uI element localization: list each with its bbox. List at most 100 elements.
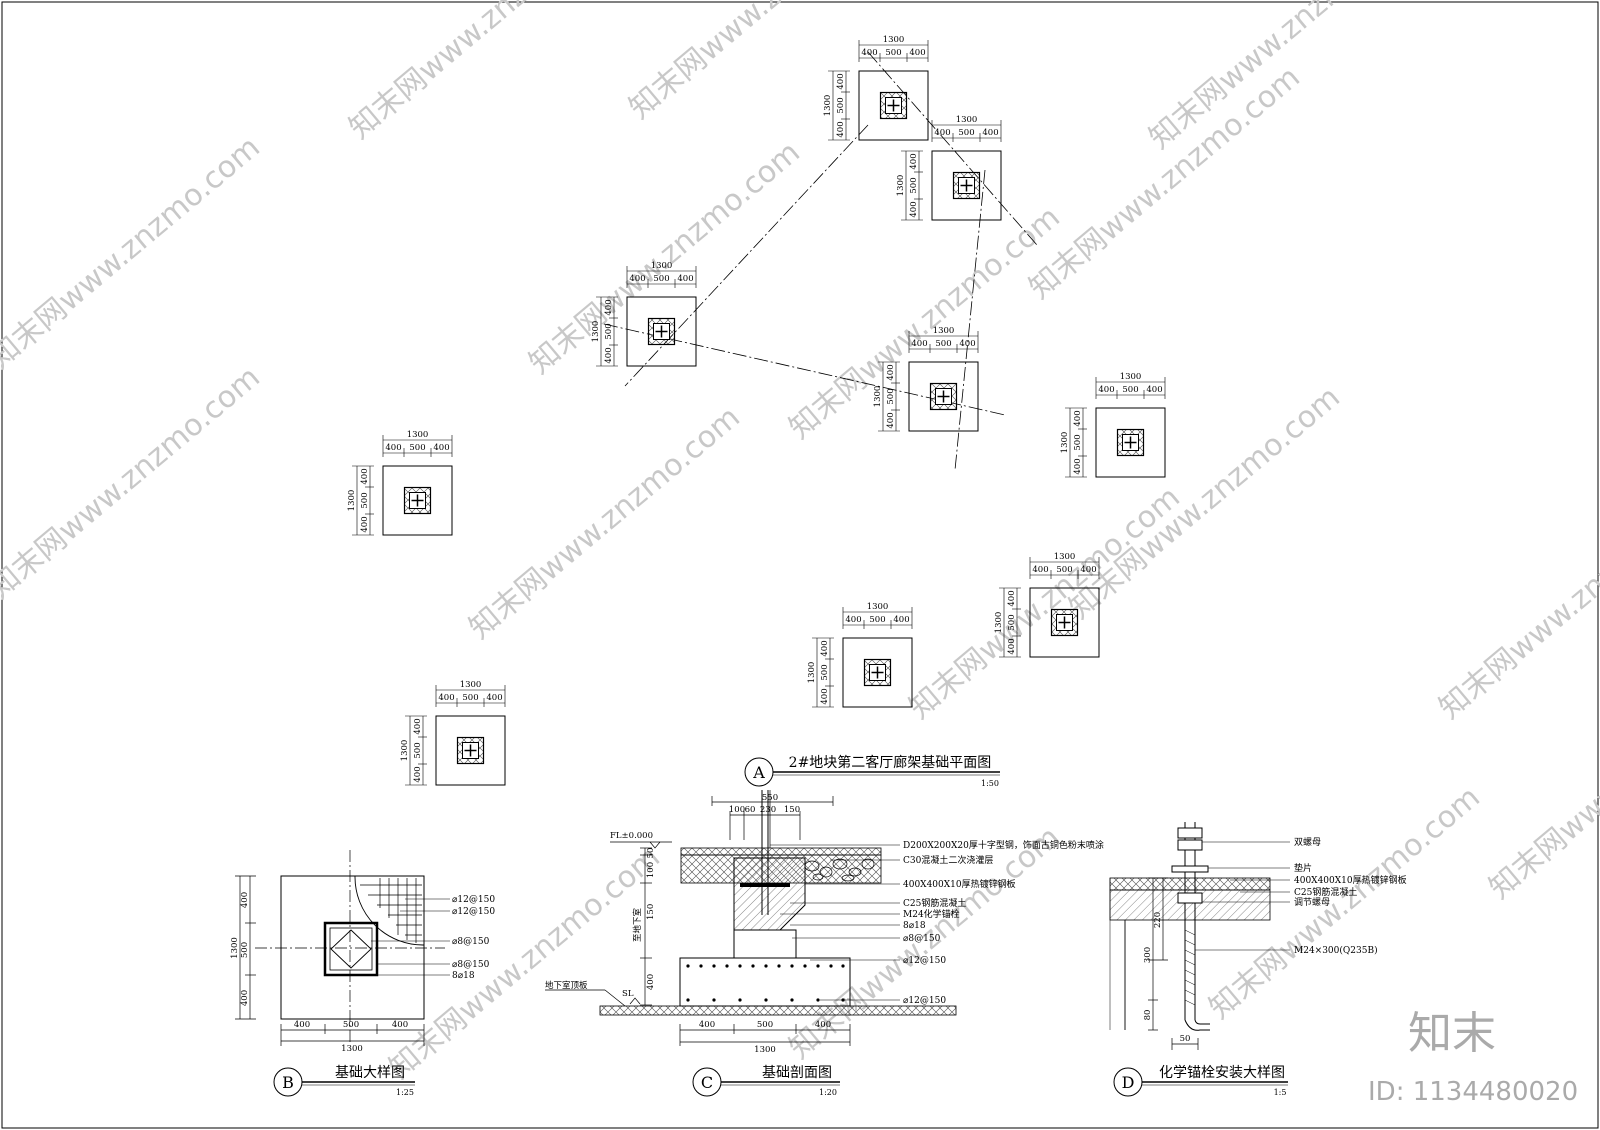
dim-label: 400 bbox=[240, 892, 250, 908]
dim-label: 1300 bbox=[807, 662, 817, 684]
dim-label: 400 bbox=[845, 615, 861, 625]
dim-label: 500 bbox=[653, 274, 669, 284]
callout: ⌀8@150 bbox=[903, 934, 941, 944]
detail-b: ⌀12@150 ⌀12@150 ⌀8@150 ⌀8@150 8⌀18 400 5… bbox=[230, 850, 495, 1097]
dim-label: 400 bbox=[820, 688, 830, 704]
detail-d-scale: 1:5 bbox=[1274, 1088, 1287, 1097]
callout: ⌀12@150 bbox=[903, 996, 946, 1006]
rebar-label: ⌀8@150 bbox=[452, 960, 490, 970]
dim-label: 100 bbox=[646, 862, 656, 878]
dim-label: 500 bbox=[909, 177, 919, 193]
side-note: 至地下室 bbox=[632, 908, 643, 943]
dim-label: 400 bbox=[1073, 410, 1083, 426]
dim-label: 400 bbox=[861, 48, 877, 58]
dim-label: 400 bbox=[934, 128, 950, 138]
dim-label: 500 bbox=[958, 128, 974, 138]
dim-label: 1300 bbox=[883, 35, 905, 45]
section-c-marker: C bbox=[701, 1073, 713, 1092]
watermark-text: 知末网www.znzmo.com bbox=[1433, 480, 1600, 726]
dim-label: 400 bbox=[413, 718, 423, 734]
dim-label: 80 bbox=[1143, 1010, 1153, 1021]
dim-label: 1300 bbox=[754, 1045, 776, 1055]
watermark-text: 知末网www.znzmo.com bbox=[1023, 60, 1307, 306]
dim-label: 100 bbox=[729, 805, 745, 815]
dim-label: 500 bbox=[462, 693, 478, 703]
dim-label: 400 bbox=[1080, 565, 1096, 575]
dim-label: 1300 bbox=[1060, 432, 1070, 454]
rebar-label: ⌀12@150 bbox=[452, 907, 495, 917]
dim-label: 1300 bbox=[873, 386, 883, 408]
dim-label: 1300 bbox=[407, 430, 429, 440]
dim-label: 400 bbox=[413, 766, 423, 782]
sl-label: SL bbox=[622, 989, 634, 999]
watermark-text: 知末网www.znzmo.com bbox=[903, 480, 1187, 726]
dim-label: 1300 bbox=[347, 490, 357, 512]
dim-label: 400 bbox=[820, 640, 830, 656]
dim-label: 50 bbox=[646, 848, 656, 859]
watermark-text: 知末网www.znzmo.com bbox=[623, 0, 907, 126]
dim-label: 1300 bbox=[400, 740, 410, 762]
dim-label: 1300 bbox=[1054, 552, 1076, 562]
callout: 双螺母 bbox=[1294, 837, 1321, 848]
watermark-text: 知末网www.znzmo.com bbox=[0, 130, 267, 376]
dim-label: 400 bbox=[392, 1020, 408, 1030]
watermark-text: 知末网www.znzmo.com bbox=[0, 360, 267, 606]
dim-label: 150 bbox=[784, 805, 800, 815]
detail-b-scale: 1:25 bbox=[396, 1088, 414, 1097]
dim-label: 400 bbox=[1007, 590, 1017, 606]
rebar-label: ⌀8@150 bbox=[452, 937, 490, 947]
dim-label: 400 bbox=[815, 1020, 831, 1030]
section-c-scale: 1:20 bbox=[819, 1088, 837, 1097]
dim-label: 1300 bbox=[341, 1044, 363, 1054]
callout: 400X400X10厚热镀锌钢板 bbox=[903, 878, 1016, 890]
rebar-label: 8⌀18 bbox=[452, 971, 475, 981]
dim-label: 400 bbox=[360, 468, 370, 484]
detail-b-marker: B bbox=[282, 1073, 294, 1092]
plan-marker: A bbox=[752, 763, 765, 782]
dim-label: 400 bbox=[836, 73, 846, 89]
dim-label: 500 bbox=[413, 742, 423, 758]
id-watermark: ID: 1134480020 bbox=[1368, 1077, 1578, 1107]
callout: C25钢筋混凝土 bbox=[1294, 886, 1357, 898]
dim-label: 500 bbox=[240, 942, 250, 958]
dim-label: 400 bbox=[1146, 385, 1162, 395]
dim-label: 1300 bbox=[867, 602, 889, 612]
dim-label: 400 bbox=[604, 347, 614, 363]
detail-d-callouts: 双螺母 垫片 400X400X10厚热镀锌钢板 C25钢筋混凝土 调节螺母 M2… bbox=[1294, 837, 1407, 956]
dim-label: 400 bbox=[433, 443, 449, 453]
detail-b-rebar-labels: ⌀12@150 ⌀12@150 ⌀8@150 ⌀8@150 8⌀18 bbox=[452, 895, 495, 981]
callout: 垫片 bbox=[1294, 862, 1312, 874]
dim-label: 500 bbox=[869, 615, 885, 625]
dim-label: 400 bbox=[1098, 385, 1114, 395]
detail-d-marker: D bbox=[1122, 1073, 1135, 1092]
dim-label: 500 bbox=[1122, 385, 1138, 395]
dim-label: 400 bbox=[911, 339, 927, 349]
dim-label: 1300 bbox=[230, 937, 240, 959]
dim-label: 550 bbox=[762, 793, 778, 803]
dim-label: 500 bbox=[409, 443, 425, 453]
watermark-text: 知末网www.znzmo.com bbox=[343, 0, 627, 146]
dim-label: 500 bbox=[1056, 565, 1072, 575]
rebar-label: ⌀12@150 bbox=[452, 895, 495, 905]
dim-label: 1300 bbox=[994, 612, 1004, 634]
callout: 8⌀18 bbox=[903, 921, 926, 931]
dim-label: 150 bbox=[646, 904, 656, 920]
dim-label: 400 bbox=[982, 128, 998, 138]
dim-label: 400 bbox=[486, 693, 502, 703]
dim-label: 1300 bbox=[823, 95, 833, 117]
dim-label: 500 bbox=[1007, 614, 1017, 630]
watermark-text: 知末网www.znzmo.com bbox=[463, 400, 747, 646]
dim-label: 400 bbox=[240, 990, 250, 1006]
plan-title-block: A 2#地块第二客厅廊架基础平面图 1:50 bbox=[744, 754, 1000, 788]
dim-label: 500 bbox=[604, 323, 614, 339]
dim-label: 400 bbox=[385, 443, 401, 453]
